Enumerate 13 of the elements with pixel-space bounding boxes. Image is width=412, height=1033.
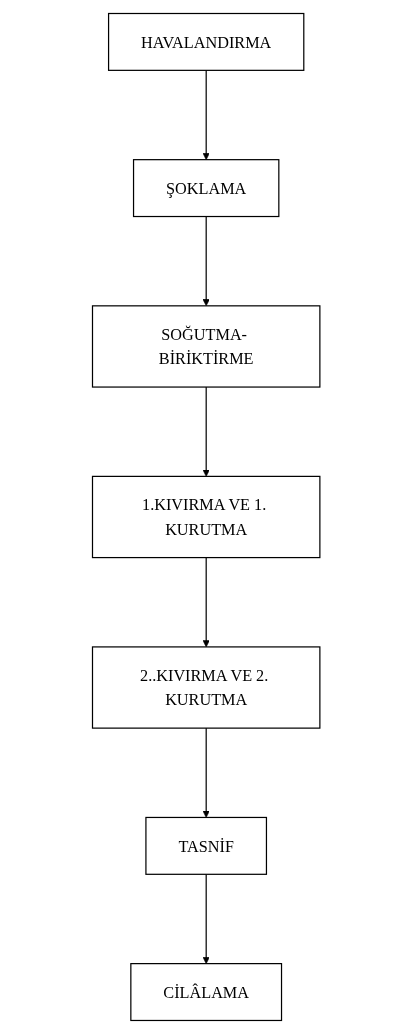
node-box: SOĞUTMA- BİRİKTİRME — [91, 304, 321, 388]
arrow — [202, 727, 210, 818]
node-box: CİLÂLAMA — [130, 962, 282, 1021]
node-box: TASNİF — [145, 816, 267, 875]
node-box: 1.KIVIRMA VE 1. KURUTMA — [91, 475, 321, 558]
arrow — [202, 873, 210, 964]
arrow — [202, 69, 210, 160]
arrow — [202, 215, 210, 306]
arrow — [202, 385, 210, 477]
node-box: HAVALANDIRMA — [107, 12, 305, 71]
arrow — [202, 556, 210, 647]
node-box: 2..KIVIRMA VE 2. KURUTMA — [91, 645, 321, 729]
node-box: ŞOKLAMA — [132, 158, 280, 217]
